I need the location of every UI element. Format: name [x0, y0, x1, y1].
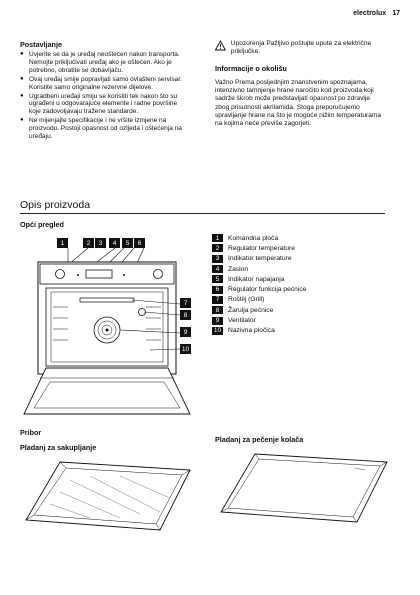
callout-6: 6 — [134, 238, 145, 248]
legend-item: 9 Ventilator — [212, 315, 306, 325]
page-header: electrolux 17 — [353, 10, 400, 17]
legend-item: 3 Indikator temperature — [212, 254, 306, 264]
baking-tray-label: Pladanj za pečenje kolača — [215, 435, 304, 444]
legend-label: Komandna ploča — [228, 234, 279, 242]
legend-label: Indikator napajanja — [228, 275, 285, 283]
legend-number: 2 — [212, 244, 223, 253]
legend-number: 4 — [212, 265, 223, 274]
installation-bullets: Uvjerite se da je uređaj neoštećen nakon… — [20, 51, 190, 141]
installation-title: Postavljanje — [20, 40, 62, 49]
brand-name: electrolux — [353, 10, 387, 17]
legend-item: 10 Nazivna pločica — [212, 326, 306, 336]
legend-label: Regulator funkcija pećnice — [228, 286, 307, 294]
callout-8: 8 — [180, 310, 191, 320]
legend-label: Žarulja pećnice — [228, 306, 274, 314]
legend-number: 9 — [212, 316, 223, 325]
legend-item: 6 Regulator funkcija pećnice — [212, 284, 306, 294]
legend-item: 5 Indikator napajanja — [212, 274, 306, 284]
legend-item: 2 Regulator temperature — [212, 243, 306, 253]
bullet-item: Ovaj uređaj smije popravljati samo ovlaš… — [20, 76, 190, 92]
legend-number: 5 — [212, 275, 223, 284]
bullet-item: Ne mijenjajte specifikacije i ne vršite … — [20, 117, 190, 141]
legend-label: Nazivna pločica — [228, 327, 275, 335]
legend-number: 1 — [212, 234, 223, 243]
legend-number: 8 — [212, 306, 223, 315]
overview-title: Opći pregled — [20, 220, 64, 229]
page-number: 17 — [392, 10, 400, 17]
drip-tray-illustration — [25, 461, 191, 531]
callout-9: 9 — [180, 327, 191, 337]
legend-number: 10 — [212, 326, 223, 335]
safety-info-section: Upozorenja Pažljivo poštujte upute za el… — [215, 40, 385, 128]
bullet-item: Uvjerite se da je uređaj neoštećen nakon… — [20, 51, 190, 75]
legend-label: Ventilator — [228, 317, 256, 325]
legend-number: 7 — [212, 295, 223, 304]
environment-text: Važno Prema posljednjim znanstvenim spoz… — [215, 79, 382, 128]
installation-section: Postavljanje Uvjerite se da je uređaj ne… — [20, 40, 190, 142]
callout-2: 2 — [83, 238, 94, 248]
component-legend: 1 Komandna ploča 2 Regulator temperature 3… — [212, 233, 306, 336]
legend-label: Indikator temperature — [228, 255, 292, 263]
callout-4: 4 — [109, 238, 120, 248]
baking-tray-illustration — [220, 453, 388, 523]
oven-diagram — [23, 247, 191, 415]
legend-item: 4 Zaslon — [212, 264, 306, 274]
callout-10: 10 — [180, 344, 191, 354]
legend-item: 8 Žarulja pećnice — [212, 305, 306, 315]
legend-label: Zaslon — [228, 265, 249, 273]
callout-5: 5 — [122, 238, 133, 248]
bullet-item: Ugradbeni uređaji smiju se koristiti tek… — [20, 93, 190, 117]
callout-3: 3 — [95, 238, 106, 248]
legend-label: Roštilj (Grill) — [228, 296, 265, 304]
warning-box: Upozorenja Pažljivo poštujte upute za el… — [215, 40, 385, 56]
drip-tray-label: Pladanj za sakupljanje — [20, 443, 97, 452]
environment-title: Informacije o okolišu — [215, 64, 287, 73]
legend-number: 6 — [212, 285, 223, 294]
section-title: Opis proizvoda — [20, 199, 91, 211]
accessories-title: Pribor — [20, 428, 42, 437]
legend-label: Regulator temperature — [228, 244, 295, 252]
legend-item: 7 Roštilj (Grill) — [212, 295, 306, 305]
callout-7: 7 — [180, 298, 191, 308]
callout-1: 1 — [57, 238, 68, 248]
legend-number: 3 — [212, 254, 223, 263]
section-divider — [20, 213, 385, 214]
warning-triangle-icon — [215, 40, 226, 51]
warning-text: Upozorenja Pažljivo poštujte upute za el… — [230, 40, 372, 55]
legend-item: 1 Komandna ploča — [212, 233, 306, 243]
